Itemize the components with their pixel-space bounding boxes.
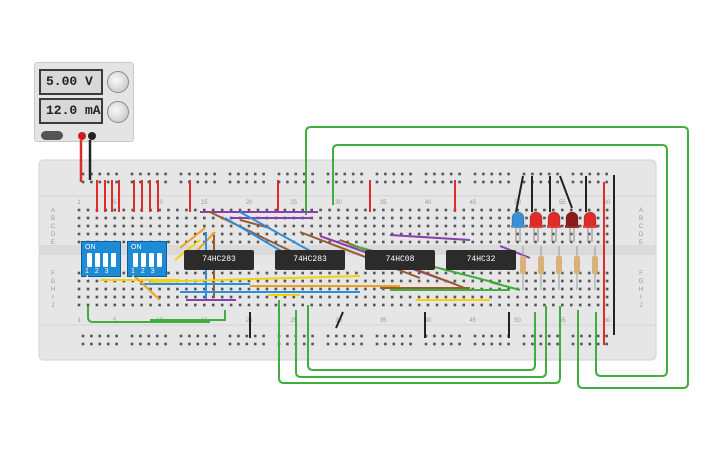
led-red[interactable] [529,211,543,242]
resistors[interactable] [520,246,598,290]
row-label-left: B [51,216,55,222]
dip-toggle[interactable] [111,253,116,267]
negative-terminal[interactable] [88,132,96,140]
row-label-left: D [51,232,56,238]
column-label-top: 10 [156,200,163,206]
row-label-left: G [51,279,56,285]
dip-toggle[interactable] [149,253,154,267]
row-label-left: F [51,271,55,277]
row-label-left: A [51,208,55,214]
column-label-bottom: 25 [290,318,297,324]
led-red[interactable] [583,211,597,242]
green-loop-wires[interactable] [87,126,689,389]
column-label-bottom: 55 [559,318,566,324]
column-label-top: 35 [380,200,387,206]
column-label-top: 5 [113,200,117,206]
power-jumpers[interactable] [96,180,605,345]
dip-toggle[interactable] [103,253,108,267]
column-label-top: 55 [559,200,566,206]
column-label-top: 25 [290,200,297,206]
column-label-bottom: 45 [469,318,476,324]
column-label-top: 15 [201,200,208,206]
dip-numbers: 1 2 3 4 [85,268,111,282]
row-label-left: J [52,303,55,309]
dip-toggle[interactable] [133,253,138,267]
dip-toggle[interactable] [95,253,100,267]
row-label-right: C [639,224,644,230]
row-label-left: H [51,287,55,293]
row-label-right: D [639,232,644,238]
dip-toggle[interactable] [87,253,92,267]
column-label-bottom: 60 [604,318,611,324]
breadboard [38,159,657,361]
column-label-bottom: 35 [380,318,387,324]
row-label-right: I [640,295,642,301]
column-label-top: 30 [335,200,342,206]
column-label-top: 1 [77,200,81,206]
chip-74hc283-1[interactable]: 74HC283 [184,250,254,270]
ground-jumpers[interactable] [249,175,615,338]
column-label-bottom: 1 [77,318,81,324]
positive-terminal[interactable] [78,132,86,140]
row-label-right: G [639,279,644,285]
row-label-right: J [640,303,643,309]
power-supply[interactable]: 5.00 V 12.0 mA [34,62,134,142]
row-label-right: F [639,271,643,277]
row-label-right: B [639,216,643,222]
led-red[interactable] [565,211,579,242]
voltage-display: 5.00 V [39,69,103,95]
led-red[interactable] [547,211,561,242]
dip-toggle[interactable] [141,253,146,267]
dip-switch-1[interactable]: ON 1 2 3 4 [81,241,121,282]
current-display: 12.0 mA [39,98,103,124]
column-label-bottom: 50 [514,318,521,324]
row-label-left: C [51,224,56,230]
row-label-right: E [639,240,643,246]
column-label-top: 45 [469,200,476,206]
column-label-top: 40 [425,200,432,206]
column-label-bottom: 40 [425,318,432,324]
row-label-right: H [639,287,643,293]
chip-74hc08[interactable]: 74HC08 [365,250,435,270]
row-label-left: E [51,240,55,246]
current-knob[interactable] [107,101,129,123]
dip-toggle[interactable] [157,253,162,267]
voltage-knob[interactable] [107,71,129,93]
column-label-top: 60 [604,200,611,206]
chip-74hc283-2[interactable]: 74HC283 [275,250,345,270]
dip-switch-2[interactable]: ON 1 2 3 4 [127,241,167,282]
leds[interactable] [511,211,597,242]
row-label-right: A [639,208,643,214]
dip-numbers: 1 2 3 4 [131,268,157,282]
power-switch[interactable] [41,131,63,140]
column-label-top: 20 [246,200,253,206]
chip-74hc32[interactable]: 74HC32 [446,250,516,270]
row-label-left: I [52,295,54,301]
led-blue[interactable] [511,211,525,242]
dip-on-label: ON [131,244,142,251]
dip-on-label: ON [85,244,96,251]
